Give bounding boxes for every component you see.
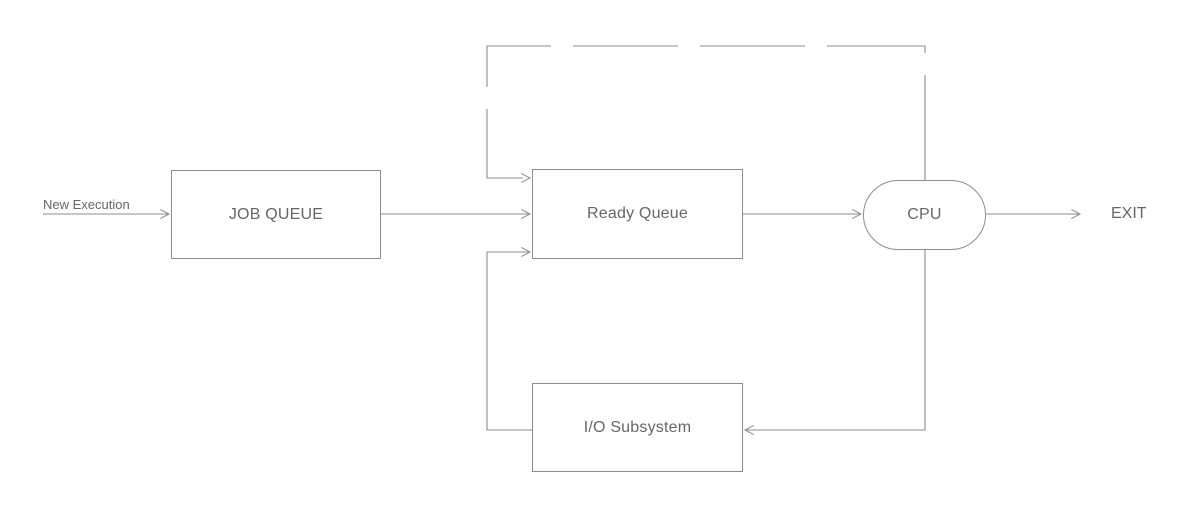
label-exit: EXIT (1111, 205, 1147, 222)
edge-cpu-to-ready-queue-preempt (486, 45, 926, 184)
node-job-queue-label: JOB QUEUE (228, 205, 324, 223)
edge-cpu-to-io-subsystem (743, 250, 926, 436)
node-ready-queue[interactable]: Ready Queue (532, 169, 743, 259)
node-io-subsystem[interactable]: I/O Subsystem (532, 383, 743, 472)
node-job-queue[interactable]: JOB QUEUE (171, 170, 381, 259)
label-new-execution: New Execution (43, 197, 130, 212)
node-cpu[interactable]: CPU (863, 180, 986, 250)
node-ready-queue-label: Ready Queue (587, 205, 688, 222)
edge-io-subsystem-to-ready-queue (486, 246, 532, 431)
node-cpu-label: CPU (907, 206, 942, 223)
node-io-subsystem-label: I/O Subsystem (583, 418, 692, 436)
